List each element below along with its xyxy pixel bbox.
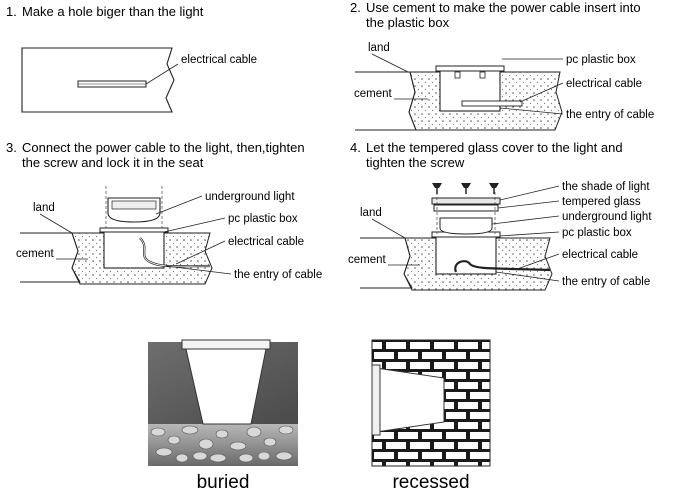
step-number: 1. <box>6 4 17 19</box>
step-number: 3. <box>6 140 17 155</box>
label-shade-of-light: the shade of light <box>562 181 650 193</box>
step-text: tighten the screw <box>366 155 465 170</box>
panel-3-connect: land cement underground light pc plastic… <box>16 186 322 285</box>
label-electrical-cable: electrical cable <box>228 236 304 248</box>
step-text: Connect the power cable to the light, th… <box>22 140 305 155</box>
label-entry-of-cable: the entry of cable <box>566 109 654 121</box>
label-land: land <box>33 202 55 214</box>
tempered-glass <box>433 204 499 212</box>
screw-icon <box>461 183 471 194</box>
shade-of-light <box>431 197 501 205</box>
label-underground-light: underground light <box>562 211 652 223</box>
label-pc-plastic-box: pc plastic box <box>566 54 636 66</box>
label-land: land <box>360 207 382 219</box>
label-pc-plastic-box: pc plastic box <box>228 213 298 225</box>
label-entry-of-cable: the entry of cable <box>234 269 322 281</box>
panel-1-hole: electrical cable <box>21 47 257 113</box>
caption-buried: buried <box>197 472 250 493</box>
label-cement: cement <box>348 254 387 266</box>
step-3-title: 3. Connect the power cable to the light,… <box>6 140 305 170</box>
step-text: Use cement to make the power cable inser… <box>366 0 641 15</box>
light-fixture <box>371 364 381 436</box>
wall-recess <box>375 367 445 433</box>
screw-icon <box>489 183 499 194</box>
light-fixture <box>181 339 271 350</box>
step-1-title: 1. Make a hole biger than the light <box>6 4 204 19</box>
step-text: Make a hole biger than the light <box>22 4 204 19</box>
step-text: the plastic box <box>366 15 450 30</box>
step-4-title: 4. Let the tempered glass cover to the l… <box>350 140 623 170</box>
label-cement: cement <box>16 248 55 260</box>
pc-plastic-box <box>103 230 165 269</box>
label-cement: cement <box>354 88 393 100</box>
hole-outline <box>21 47 175 113</box>
recessed-illustration: recessed <box>371 339 491 493</box>
underground-light <box>439 217 493 235</box>
step-number: 2. <box>350 0 361 15</box>
screw-icon <box>432 183 442 194</box>
label-land: land <box>368 42 390 54</box>
label-electrical-cable: electrical cable <box>566 78 642 90</box>
step-2-title: 2. Use cement to make the power cable in… <box>350 0 641 30</box>
label-underground-light: underground light <box>205 191 295 203</box>
cable <box>461 100 523 107</box>
buried-illustration: buried <box>148 339 298 493</box>
label-electrical-cable: electrical cable <box>562 249 638 261</box>
cable <box>454 260 551 273</box>
label-tempered-glass: tempered glass <box>562 196 641 208</box>
label-entry-of-cable: the entry of cable <box>562 276 650 288</box>
panel-2-cement: land cement pc plastic box electrical ca… <box>354 42 654 131</box>
label-electrical-cable: electrical cable <box>181 54 257 66</box>
step-text: the screw and lock it in the seat <box>22 155 204 170</box>
panel-4-cover: land cement the shade of light tempered … <box>348 181 652 291</box>
label-pc-plastic-box: pc plastic box <box>562 227 632 239</box>
step-number: 4. <box>350 140 361 155</box>
caption-recessed: recessed <box>392 472 469 493</box>
step-text: Let the tempered glass cover to the ligh… <box>366 140 623 155</box>
